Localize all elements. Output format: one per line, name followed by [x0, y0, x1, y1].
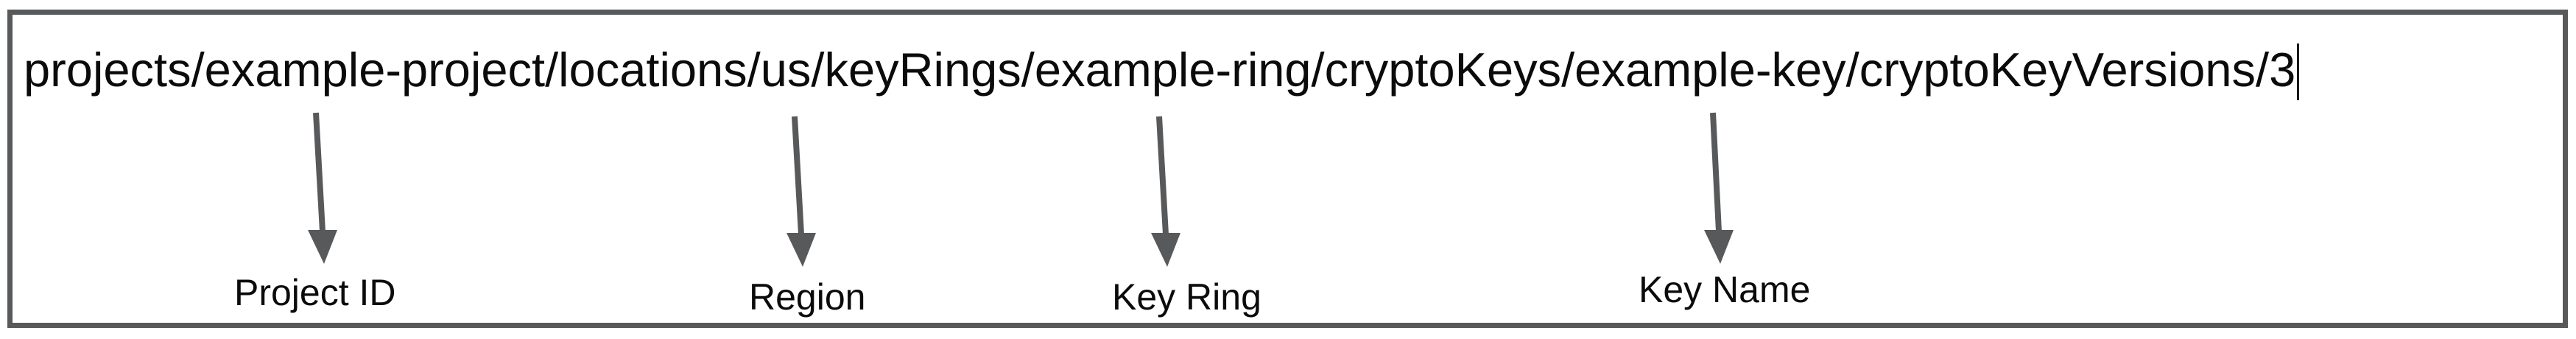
project-id-label: Project ID: [234, 272, 396, 313]
text-caret: [2297, 43, 2300, 100]
key-ring-label: Key Ring: [1112, 276, 1261, 318]
resource-path-text: projects/example-project/locations/us/ke…: [24, 43, 2296, 97]
region-label: Region: [749, 276, 866, 318]
resource-path-field[interactable]: projects/example-project/locations/us/ke…: [24, 43, 2300, 100]
resource-path-box: [7, 10, 2568, 328]
key-name-label: Key Name: [1639, 269, 1811, 310]
